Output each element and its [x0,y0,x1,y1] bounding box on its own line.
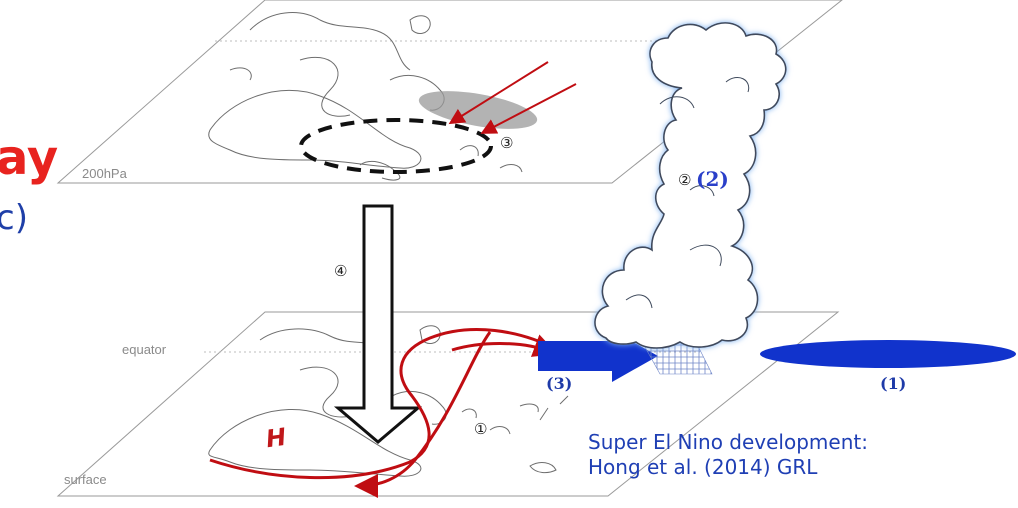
marker-4: ④ [334,262,348,280]
upper-dashed-loop [299,118,493,174]
step-label-1: (1) [880,374,907,393]
caption-line-2: Hong et al. (2014) GRL [588,455,818,479]
marker-3: ③ [500,134,514,152]
level-label-equator: equator [122,342,167,357]
partial-title-blue: c) [0,198,28,238]
caption-line-1: Super El Nino development: [588,430,868,454]
level-label-surface: surface [64,472,107,487]
upper-red-arrow-1 [448,61,549,125]
step-label-2: (2) [696,167,729,191]
marker-2: ② [678,171,692,189]
cloud-inner-contours [625,77,750,309]
convective-cloud [594,22,787,349]
partial-title-red: ay [0,130,59,186]
step-label-3: (3) [546,374,573,393]
high-pressure-label: H [264,422,288,454]
marker-1: ① [474,420,488,438]
warm-anomaly-ellipse [760,340,1016,368]
upper-red-arrow-2 [480,83,577,134]
downward-arrow [333,204,423,444]
level-label-200hpa: 200hPa [82,166,127,181]
